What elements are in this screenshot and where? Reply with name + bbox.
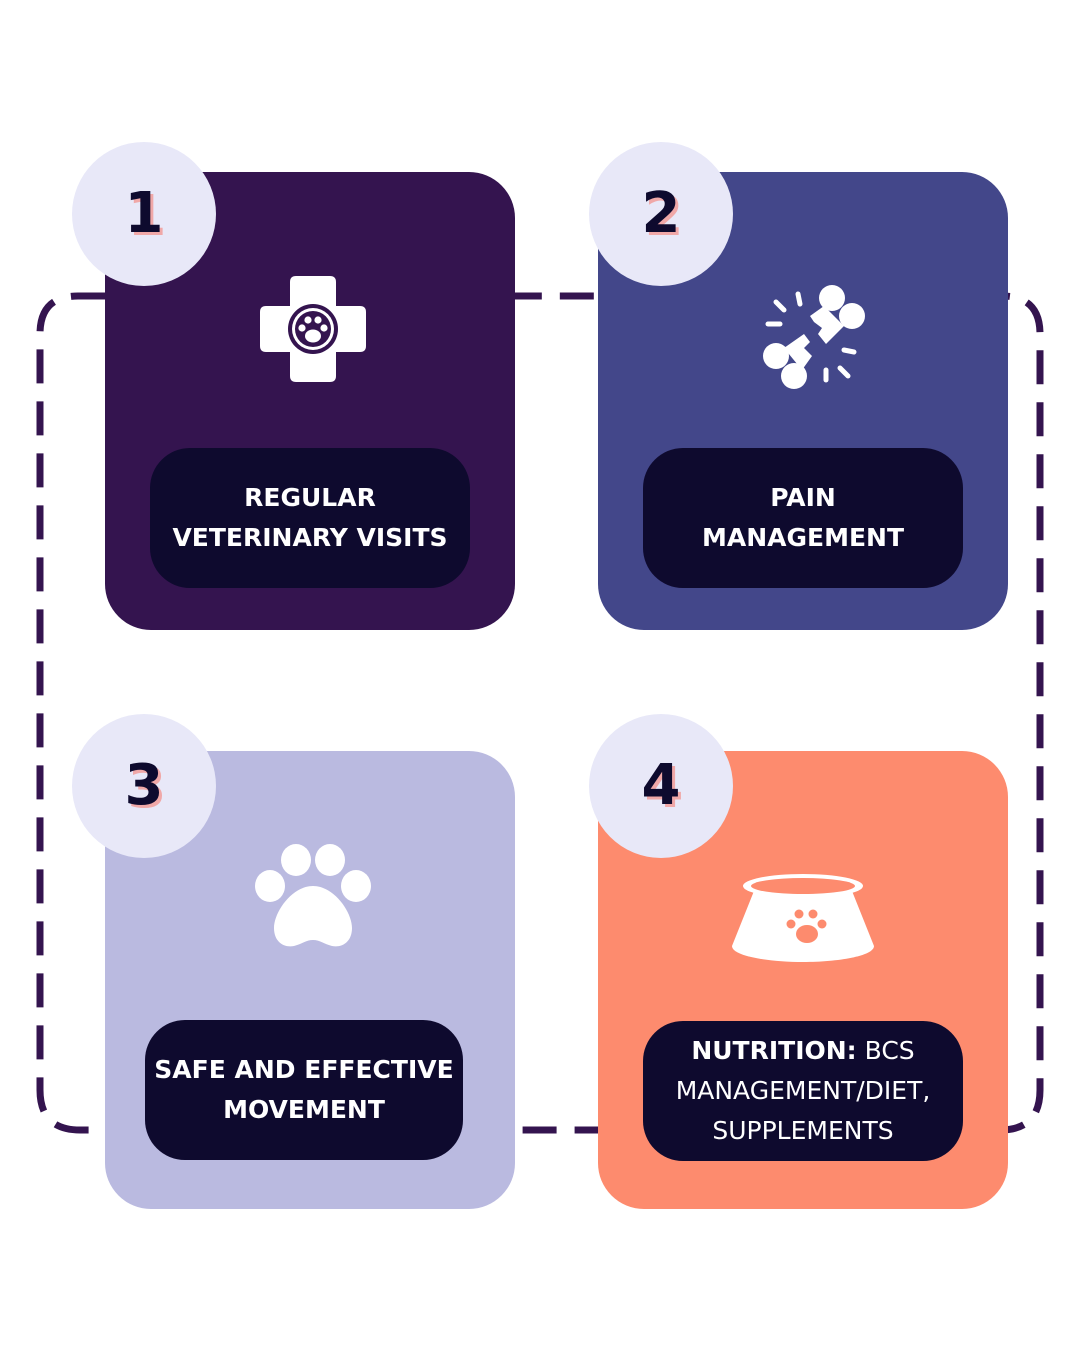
step-4-number: 4	[641, 753, 681, 818]
step-4-label-line-1: NUTRITION: BCS	[676, 1031, 931, 1071]
step-2-label: PAIN MANAGEMENT	[643, 448, 963, 588]
step-2-label-line-2: MANAGEMENT	[701, 523, 905, 552]
food-bowl-icon	[732, 874, 874, 962]
step-3-label-line-1: SAFE AND EFFECTIVE	[154, 1055, 454, 1084]
step-2-badge: 2	[589, 142, 733, 286]
step-1-label-line-1: REGULAR	[244, 483, 376, 512]
paw-print-icon	[255, 844, 371, 947]
step-2-label-line-1: PAIN	[770, 483, 836, 512]
step-1-badge: 1	[72, 142, 216, 286]
step-3-label: SAFE AND EFFECTIVE MOVEMENT	[145, 1020, 463, 1160]
step-1-number: 1	[124, 181, 164, 246]
medical-cross-paw-icon	[260, 276, 366, 382]
step-4-label-line-1-rest: BCS	[856, 1036, 915, 1065]
step-3-number: 3	[124, 753, 164, 818]
step-1-label-line-2: VETERINARY VISITS	[172, 523, 448, 552]
step-4-label-bold: NUTRITION:	[691, 1036, 857, 1065]
step-4-badge: 4	[589, 714, 733, 858]
broken-bone-icon	[763, 285, 865, 389]
step-4-label-line-2: MANAGEMENT/DIET,	[675, 1076, 931, 1105]
step-3-badge: 3	[72, 714, 216, 858]
step-1-label: REGULAR VETERINARY VISITS	[150, 448, 470, 588]
step-4-label-line-3: SUPPLEMENTS	[712, 1116, 894, 1145]
step-2-number: 2	[641, 181, 681, 246]
step-4-label: NUTRITION: BCS MANAGEMENT/DIET, SUPPLEME…	[643, 1021, 963, 1161]
step-3-label-line-2: MOVEMENT	[223, 1095, 385, 1124]
